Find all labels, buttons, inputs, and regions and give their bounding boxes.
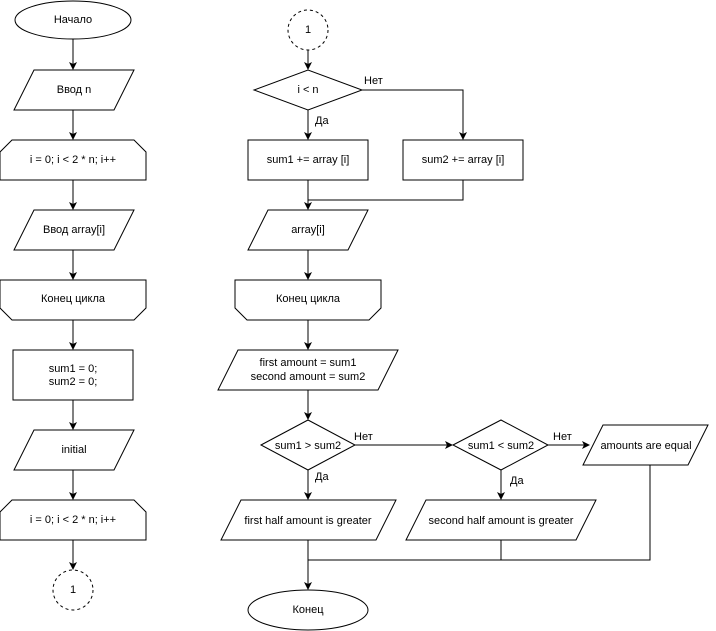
loop-end-label: Конец цикла [41, 293, 106, 305]
connector-out-label: 1 [70, 584, 76, 596]
start-label: Начало [54, 14, 92, 26]
merge-line [308, 180, 464, 201]
arrow [362, 89, 467, 140]
first-greater-label: first half amount is greater [244, 515, 372, 527]
second-greater-label: second half amount is greater [429, 515, 574, 527]
loop-start-label: i = 0; i < 2 * n; i++ [30, 154, 116, 166]
connector-out [52, 569, 94, 611]
sum2-add-label: sum2 += array [i] [422, 154, 505, 166]
input-array-block [13, 209, 135, 251]
loop-end-block [0, 279, 147, 321]
yes-label: Да [315, 471, 329, 483]
initial-label: initial [61, 444, 86, 456]
condition-sum1-lt-sum2-label: sum1 < sum2 [468, 440, 534, 452]
output-array-block [247, 209, 369, 251]
merge-line [308, 465, 651, 561]
output-array-label: array[i] [291, 224, 325, 236]
equal-output-label: amounts are equal [600, 440, 691, 452]
init-line-2: sum2 = 0; [49, 376, 98, 388]
yes-label: Да [315, 115, 329, 127]
yes-label: Да [510, 475, 524, 487]
loop2-start-block [0, 499, 147, 541]
sum1-add-block [247, 139, 369, 181]
no-label: Нет [354, 431, 373, 443]
loop-start-block [0, 139, 147, 181]
loop-end-label: Конец цикла [276, 293, 341, 305]
end-terminal [247, 589, 369, 631]
initial-block [13, 429, 135, 471]
no-label: Нет [553, 431, 572, 443]
left-flow: Начало Ввод n i = 0; i < 2 * n; i++ Ввод… [0, 0, 147, 611]
amounts-block [217, 349, 399, 391]
init-sums-block [12, 349, 134, 401]
sum2-add-block [402, 139, 524, 181]
init-line-1: sum1 = 0; [49, 363, 98, 375]
condition-sum1-gt-sum2-label: sum1 > sum2 [275, 440, 341, 452]
second-greater-block [405, 499, 597, 541]
right-flow: 1 i < n Нет Да sum1 += array [i] sum2 +=… [217, 9, 709, 631]
connector-in-label: 1 [305, 24, 311, 36]
loop2-start-label: i = 0; i < 2 * n; i++ [30, 514, 116, 526]
condition-i-lt-n-label: i < n [297, 84, 318, 96]
end-label: Конец [292, 604, 324, 616]
input-array-label: Ввод array[i] [43, 224, 105, 236]
equal-output-block [582, 424, 709, 466]
input-n-block [13, 69, 135, 111]
no-label: Нет [364, 75, 383, 87]
amount-line-2: second amount = sum2 [251, 371, 366, 383]
sum1-add-label: sum1 += array [i] [267, 154, 350, 166]
input-n-label: Ввод n [57, 84, 92, 96]
amount-line-1: first amount = sum1 [260, 357, 357, 369]
first-greater-block [220, 499, 397, 541]
loop-end-block [234, 279, 382, 321]
